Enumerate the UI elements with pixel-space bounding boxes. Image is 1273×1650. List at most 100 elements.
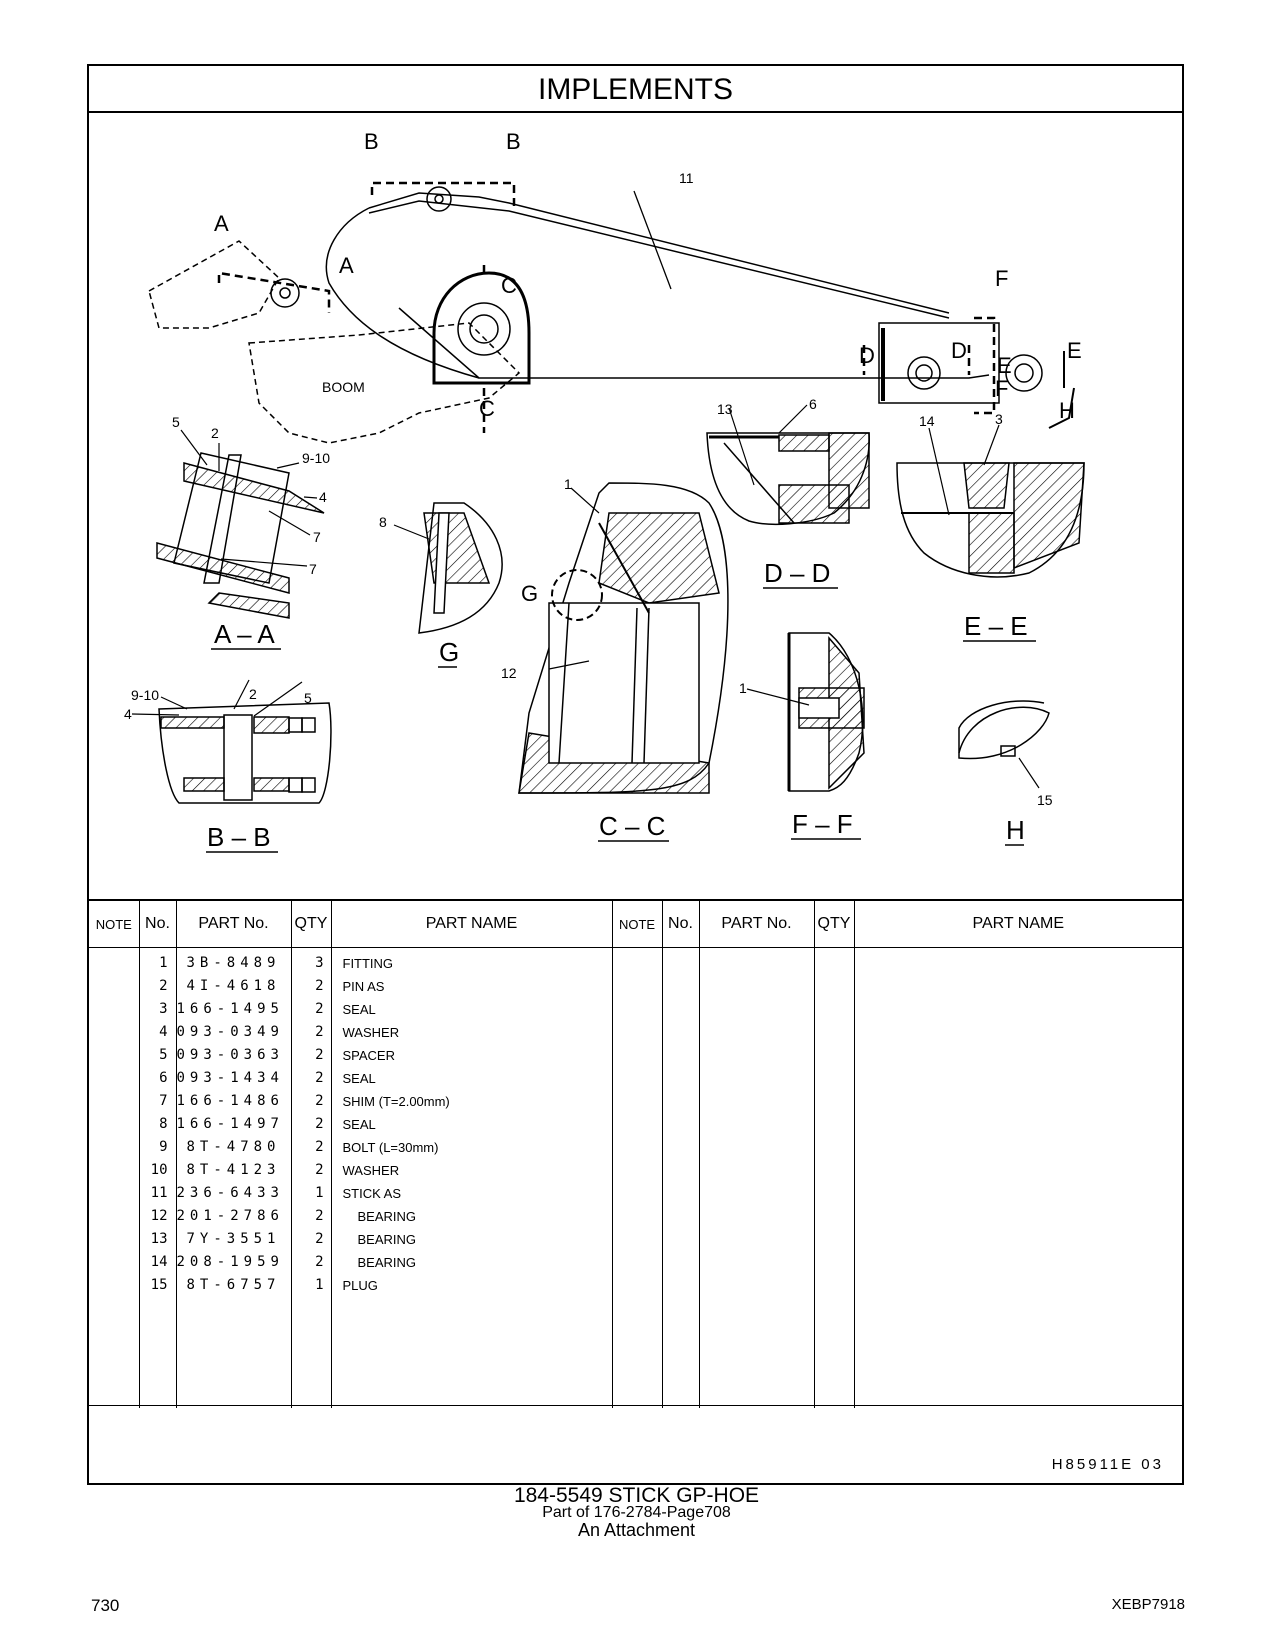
- section-letter-h: H: [1059, 398, 1075, 423]
- callout-2: 2: [211, 425, 219, 441]
- table-cell-qty: 1: [315, 1277, 324, 1293]
- callout-5: 5: [172, 414, 180, 430]
- callout-9-10: 9-10: [302, 450, 330, 466]
- table-cell-no: 9: [159, 1139, 168, 1155]
- stick-end-box: [878, 322, 1000, 404]
- table-cell-name: BEARING: [357, 1255, 417, 1270]
- table-cell-name: WASHER: [342, 1025, 400, 1040]
- table-cell-name: BEARING: [357, 1232, 417, 1247]
- table-cell-part-no: 4I-4618: [186, 978, 281, 994]
- col-header-part-name: PART NAME: [330, 899, 612, 948]
- callout-5: 5: [304, 690, 312, 706]
- stick-top-line: [368, 192, 950, 314]
- table-cell-name: SEAL: [342, 1117, 376, 1132]
- callout-4: 4: [124, 706, 132, 722]
- view-label-d-d: D – D: [764, 558, 830, 588]
- table-header-row: NOTE No. PART No. QTY PART NAME NOTE No.…: [89, 899, 1182, 948]
- col-header-note: NOTE: [89, 899, 139, 948]
- view-label-h: H: [1006, 815, 1025, 845]
- table-cell-qty: 2: [315, 1139, 324, 1155]
- section-letter-a: A: [339, 253, 354, 278]
- table-cell-no: 4: [159, 1024, 168, 1040]
- detail-h-drawing: [958, 700, 1050, 789]
- table-cell-part-no: 093-1434: [176, 1070, 284, 1086]
- table-cell-no: 10: [150, 1162, 168, 1178]
- table-cell-qty: 2: [315, 1070, 324, 1086]
- table-footer-area: H85911E 03: [89, 1405, 1182, 1484]
- illustration-code: H85911E 03: [1051, 1456, 1164, 1473]
- col-header-part-no: PART No.: [698, 899, 814, 948]
- section-b-b-drawing: [131, 679, 332, 804]
- col-header-part-no: PART No.: [175, 899, 291, 948]
- table-cell-no: 12: [150, 1208, 168, 1224]
- table-cell-qty: 2: [315, 1208, 324, 1224]
- table-cell-qty: 2: [315, 1116, 324, 1132]
- section-letter-e: E: [1067, 338, 1082, 363]
- table-cell-qty: 2: [315, 1024, 324, 1040]
- table-cell-name: STICK AS: [342, 1186, 402, 1201]
- table-cell-no: 1: [159, 955, 168, 971]
- callout-8: 8: [379, 514, 387, 530]
- table-cell-no: 6: [159, 1070, 168, 1086]
- callout-1: 1: [564, 476, 572, 492]
- table-cell-name: PIN AS: [342, 979, 385, 994]
- note-column-right: [611, 947, 662, 1408]
- boom-outline: [248, 322, 521, 444]
- table-cell-qty: 2: [315, 1001, 324, 1017]
- part-name-column-right: [853, 947, 1182, 1408]
- table-cell-no: 13: [150, 1231, 168, 1247]
- callout-11: 11: [679, 170, 694, 186]
- col-header-part-name: PART NAME: [853, 899, 1182, 948]
- table-cell-no: 2: [159, 978, 168, 994]
- no-column-right: [661, 947, 699, 1408]
- callout-6: 6: [809, 396, 817, 412]
- section-title: IMPLEMENTS: [89, 66, 1182, 113]
- table-cell-part-no: 236-6433: [176, 1185, 284, 1201]
- table-cell-name: WASHER: [342, 1163, 400, 1178]
- section-f-f-drawing: [746, 632, 865, 792]
- section-letter-b: B: [364, 129, 379, 154]
- section-letter-d: D: [859, 343, 875, 368]
- section-letter-c: C: [479, 396, 495, 421]
- detail-g-drawing: [393, 502, 503, 634]
- table-cell-qty: 2: [315, 1047, 324, 1063]
- view-label-e-e: E – E: [964, 611, 1028, 641]
- callout-15: 15: [1037, 792, 1053, 808]
- table-cell-part-no: 166-1497: [176, 1116, 284, 1132]
- caption-attachment: An Attachment: [577, 1520, 696, 1540]
- callout-1: 1: [739, 680, 747, 696]
- caption-title: 184-5549 STICK GP-HOE: [513, 1484, 760, 1507]
- parts-list-table: NOTE No. PART No. QTY PART NAME NOTE No.…: [89, 899, 1182, 1408]
- section-letter-c: C: [501, 273, 517, 298]
- view-label-a-a: A – A: [214, 619, 275, 649]
- callout-4: 4: [319, 489, 327, 505]
- section-e-e-drawing: [896, 424, 1085, 578]
- callout-12: 12: [501, 665, 517, 681]
- table-cell-part-no: 166-1486: [176, 1093, 284, 1109]
- col-header-qty: QTY: [813, 899, 854, 948]
- exploded-view-diagram: BOOM 11 A A B B C C D D E E F F H: [89, 113, 1182, 899]
- section-letter-a: A: [214, 211, 229, 236]
- view-label-b-b: B – B: [207, 822, 271, 852]
- table-cell-no: 7: [159, 1093, 168, 1109]
- col-header-note: NOTE: [611, 899, 662, 948]
- table-cell-part-no: 093-0363: [176, 1047, 284, 1063]
- section-letter-f: F: [995, 376, 1008, 401]
- table-cell-part-no: 166-1495: [176, 1001, 284, 1017]
- table-cell-no: 14: [150, 1254, 168, 1270]
- table-cell-part-no: 201-2786: [176, 1208, 284, 1224]
- part-no-column-right: [698, 947, 814, 1408]
- stick-assembly: [148, 181, 1075, 444]
- stick-bottom-line: [398, 307, 990, 379]
- callout-2: 2: [249, 686, 257, 702]
- table-cell-no: 8: [159, 1116, 168, 1132]
- table-cell-qty: 2: [315, 978, 324, 994]
- parts-page-frame: IMPLEMENTS: [87, 64, 1184, 1485]
- table-cell-name: BEARING: [357, 1209, 417, 1224]
- table-cell-qty: 2: [315, 1162, 324, 1178]
- table-cell-part-no: 8T-4780: [186, 1139, 281, 1155]
